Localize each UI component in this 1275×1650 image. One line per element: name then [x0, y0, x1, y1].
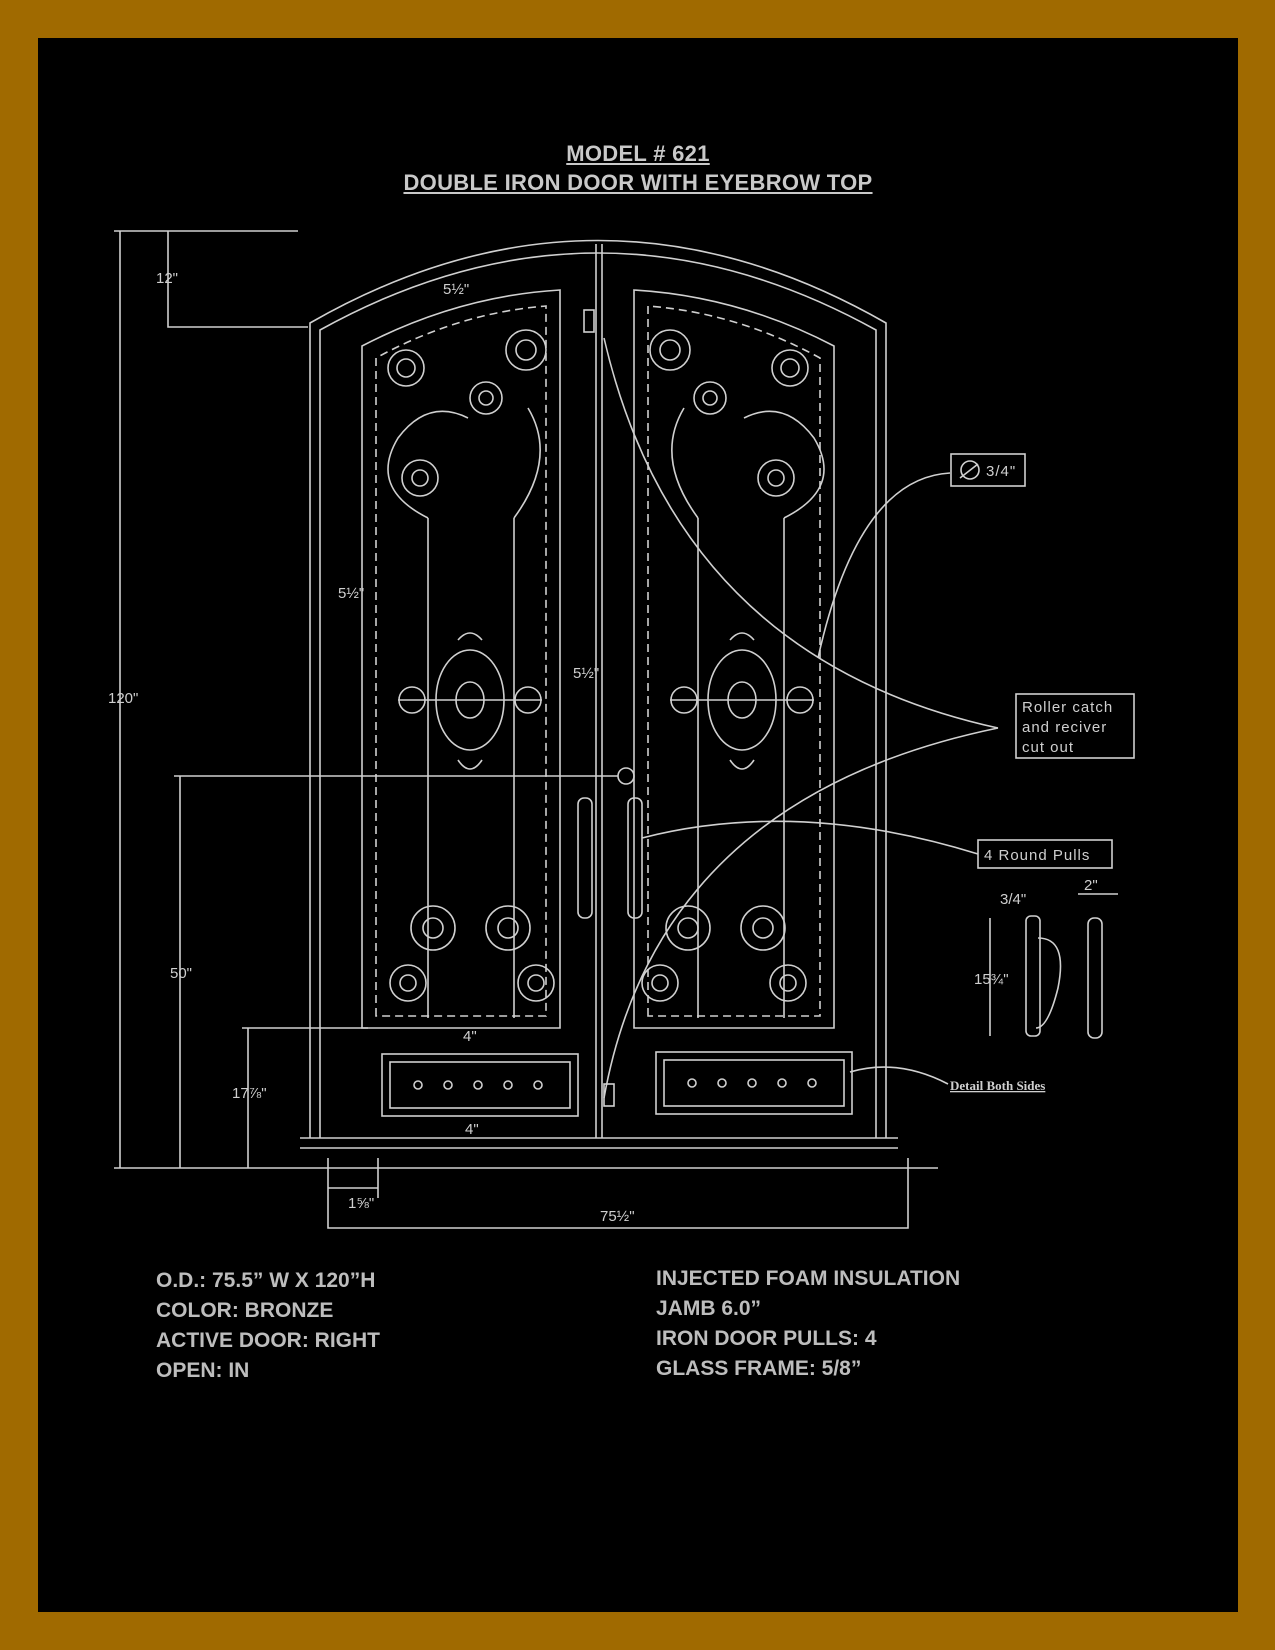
dim-handle-height: 50" — [170, 965, 192, 982]
right-kick-panel — [655, 1051, 853, 1115]
drawing-subtitle: DOUBLE IRON DOOR WITH EYEBROW TOP — [403, 170, 873, 195]
spec-pulls: IRON DOOR PULLS: 4 — [656, 1327, 877, 1350]
spec-open: OPEN: IN — [156, 1359, 250, 1382]
callout-pull-length: 15¾" — [974, 971, 1009, 988]
roller-catch-callout-box — [1015, 693, 1135, 759]
spec-glass-frame: GLASS FRAME: 5/8” — [656, 1357, 862, 1380]
dim-bar-top: 5½" — [443, 281, 469, 298]
right-glass-panel — [633, 289, 835, 1029]
dim-bar-side: 5½" — [338, 585, 364, 602]
callout-roller-line-1: Roller catch — [1022, 699, 1113, 716]
dim-threshold: 1⅝" — [348, 1195, 374, 1212]
callout-diameter: 3/4" — [986, 463, 1016, 480]
spec-color: COLOR: BRONZE — [156, 1299, 334, 1322]
model-title: MODEL # 621 — [566, 141, 710, 166]
specs-right: INJECTED FOAM INSULATION JAMB 6.0” IRON … — [656, 1264, 960, 1384]
callout-detail: Detail Both Sides — [950, 1078, 1045, 1093]
diameter-callout-box — [950, 453, 1026, 487]
specs-left: O.D.: 75.5” W X 120”H COLOR: BRONZE ACTI… — [156, 1266, 380, 1386]
dim-total-width: 75½" — [600, 1208, 635, 1225]
left-kick-panel — [381, 1053, 579, 1117]
dim-kick-gap-bottom: 4" — [465, 1121, 479, 1138]
dim-bar-center: 5½" — [573, 665, 599, 682]
callout-roller-line-3: cut out — [1022, 739, 1074, 756]
spec-active-door: ACTIVE DOOR: RIGHT — [156, 1329, 380, 1352]
dim-top-arc: 12" — [156, 270, 178, 287]
dim-total-height: 120" — [108, 690, 138, 707]
outer-frame — [309, 239, 887, 1138]
right-door-pull — [627, 797, 643, 919]
spec-insulation: INJECTED FOAM INSULATION — [656, 1267, 961, 1290]
left-glass-panel — [361, 289, 561, 1029]
inner-frame — [319, 252, 877, 1138]
left-door-pull — [577, 797, 593, 919]
dim-kick-gap-top: 4" — [463, 1028, 477, 1045]
spec-od: O.D.: 75.5” W X 120”H — [156, 1269, 376, 1292]
spec-jamb: JAMB 6.0” — [656, 1297, 762, 1320]
callout-pull-diameter: 3/4" — [1000, 891, 1026, 908]
callout-pull-width: 2" — [1084, 877, 1098, 894]
callout-pulls: 4 Round Pulls — [984, 847, 1090, 864]
door-elevation-drawing: 12" 5½" 5½" 5½" 120" 50" 17⅞" 4" 4" 1⅝" … — [108, 230, 1135, 1229]
callout-roller-line-2: and reciver — [1022, 719, 1107, 736]
pulls-callout-box — [977, 839, 1113, 869]
dim-kick-height: 17⅞" — [232, 1085, 267, 1102]
threshold-line — [300, 1137, 898, 1149]
drawing-sheet: MODEL # 621 DOUBLE IRON DOOR WITH EYEBRO… — [38, 38, 1238, 1612]
